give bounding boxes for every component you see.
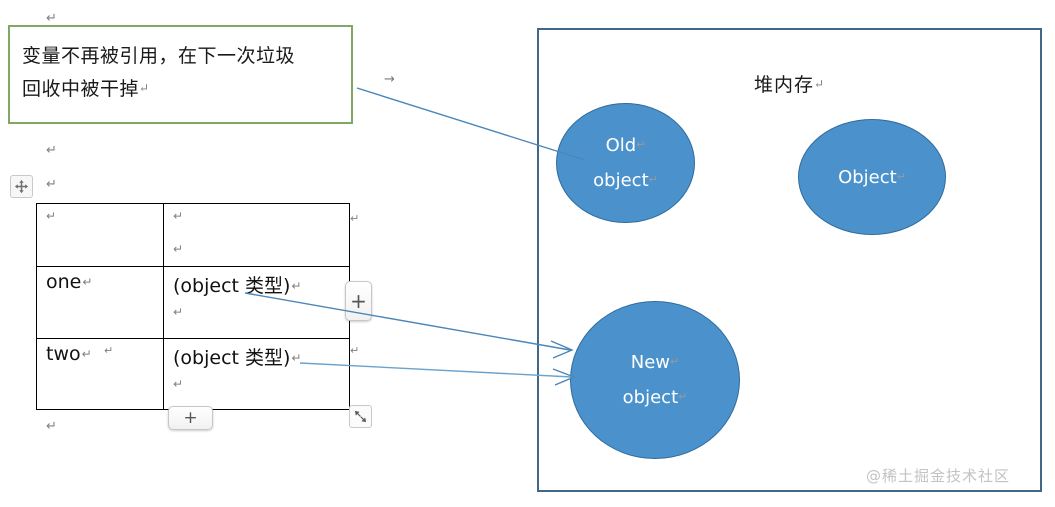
bubble-label: New: [630, 352, 671, 373]
table-cell-text: two↵: [46, 343, 92, 365]
pilcrow-mark: ↵: [104, 344, 114, 357]
pilcrow-mark: ↵: [670, 355, 680, 368]
table-grid: ↵ ↵ ↵ one↵ (object 类型)↵ ↵ two↵: [36, 203, 350, 410]
object-bubble-object[interactable]: Object↵: [798, 119, 946, 235]
pilcrow-mark: ↵: [291, 279, 302, 293]
pilcrow-mark: ↵: [636, 138, 646, 151]
plus-icon: +: [183, 407, 198, 428]
pilcrow-mark: ↵: [82, 275, 93, 289]
pilcrow-mark: ↵: [173, 305, 184, 319]
move-cross-icon: [14, 179, 29, 194]
table-row[interactable]: one↵ (object 类型)↵ ↵: [36, 266, 350, 339]
cell-value-text: two: [46, 343, 81, 365]
plus-icon: +: [350, 289, 367, 313]
bubble-line-2: object↵: [593, 163, 658, 198]
bubble-label: object: [593, 170, 649, 191]
insert-column-button[interactable]: +: [345, 281, 372, 321]
bubble-label: Object: [838, 166, 897, 188]
pilcrow-mark: ↵: [896, 169, 906, 183]
pilcrow-mark: ↵: [46, 177, 57, 192]
bubble-label: Old: [605, 135, 637, 156]
table-cell-text: (object 类型)↵: [173, 271, 301, 298]
table-cell-value-2[interactable]: (object 类型)↵ ↵: [163, 338, 350, 410]
pilcrow-mark: ↵: [46, 209, 57, 223]
table-cell-value-1[interactable]: (object 类型)↵ ↵: [163, 266, 350, 339]
watermark: @稀土掘金技术社区: [866, 467, 1011, 485]
diagonal-resize-icon: [354, 410, 367, 423]
pilcrow-mark: ↵: [46, 11, 57, 26]
pilcrow-mark: ↵: [46, 419, 57, 434]
tab-arrow-mark: →: [384, 72, 395, 87]
table-cell-text: one↵: [46, 271, 92, 293]
callout-box[interactable]: 变量不再被引用，在下一次垃圾 回收中被干掉↵: [8, 25, 353, 124]
table-cell-name-2[interactable]: two↵: [36, 338, 164, 410]
callout-line-2-wrap: 回收中被干掉↵: [22, 72, 342, 105]
pilcrow-mark: ↵: [173, 377, 184, 391]
pilcrow-mark: ↵: [291, 351, 302, 365]
pilcrow-mark: ↵: [81, 347, 92, 361]
pilcrow-mark: ↵: [648, 173, 658, 186]
bubble-line-1: New↵: [631, 345, 679, 380]
heap-title-text: 堆内存: [753, 74, 814, 96]
table-cell-name-1[interactable]: one↵: [36, 266, 164, 339]
callout-line-2: 回收中被干掉: [22, 78, 140, 100]
table-cell-text: (object 类型)↵: [173, 343, 301, 370]
cell-value-text: (object 类型): [173, 275, 291, 297]
bubble-label: object: [622, 387, 679, 408]
pilcrow-mark: ↵: [173, 242, 184, 256]
table-row[interactable]: ↵ ↵ ↵: [36, 203, 350, 267]
cell-value-text: (object 类型): [173, 347, 291, 369]
table-cell-name-0[interactable]: ↵: [36, 203, 164, 267]
table-resize-handle[interactable]: [349, 405, 372, 428]
word-table[interactable]: ↵ ↵ ↵ one↵ (object 类型)↵ ↵ two↵: [36, 203, 350, 410]
pilcrow-mark: ↵: [350, 344, 360, 357]
table-row[interactable]: two↵ (object 类型)↵ ↵: [36, 338, 350, 410]
bubble-line-2: object↵: [623, 380, 688, 415]
bubble-line-1: Object↵: [838, 160, 906, 195]
table-move-handle[interactable]: [10, 175, 33, 198]
pilcrow-mark: ↵: [173, 209, 184, 223]
object-bubble-old[interactable]: Old↵ object↵: [556, 103, 695, 223]
pilcrow-mark: ↵: [139, 81, 150, 95]
table-cell-value-0[interactable]: ↵ ↵: [163, 203, 350, 267]
callout-line-1: 变量不再被引用，在下一次垃圾: [22, 45, 296, 67]
pilcrow-mark: ↵: [350, 212, 360, 225]
callout-text: 变量不再被引用，在下一次垃圾 回收中被干掉↵: [22, 40, 342, 105]
pilcrow-mark: ↵: [46, 143, 57, 158]
bubble-line-1: Old↵: [606, 128, 646, 163]
cell-value-text: one: [46, 271, 82, 293]
insert-row-button[interactable]: +: [168, 406, 213, 430]
pilcrow-mark: ↵: [813, 77, 826, 91]
pilcrow-mark: ↵: [678, 390, 688, 403]
heap-memory-title: 堆内存↵: [537, 70, 1042, 97]
object-bubble-new[interactable]: New↵ object↵: [570, 301, 740, 459]
